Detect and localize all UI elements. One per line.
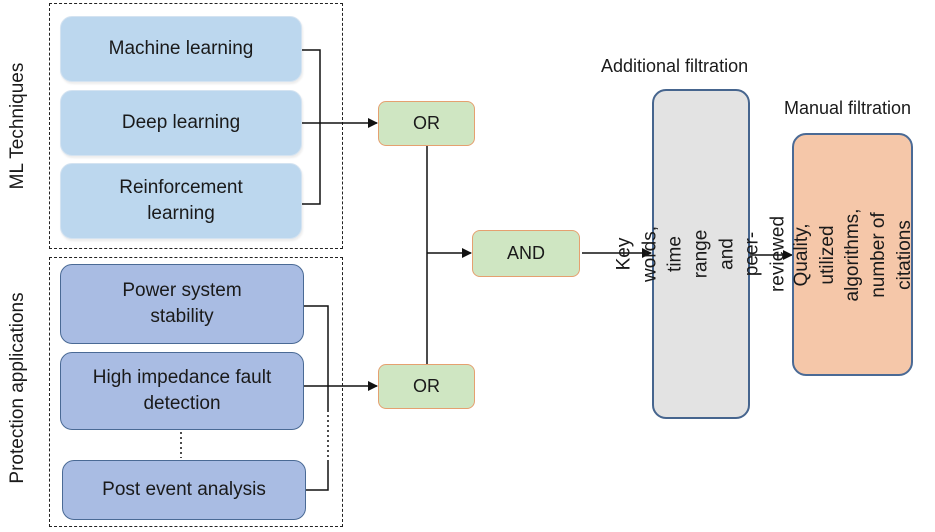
deep-learning-box: Deep learning bbox=[60, 90, 302, 156]
pa-bracket-top bbox=[304, 305, 329, 410]
power-system-stability-box: Power system stability bbox=[60, 264, 304, 344]
and-gate: AND bbox=[472, 230, 580, 277]
manual-filtration-text: Quality, utilized algorithms, number of … bbox=[790, 208, 914, 301]
ml-techniques-group bbox=[49, 3, 343, 249]
protection-applications-group bbox=[49, 257, 343, 527]
ml-bracket-line bbox=[302, 49, 321, 205]
high-impedance-fault-box: High impedance fault detection bbox=[60, 352, 304, 430]
additional-filtration-text: Key words, time range and peer-reviewed bbox=[613, 215, 789, 293]
manual-filtration-title: Manual filtration bbox=[784, 98, 912, 118]
pa-bracket-bottom bbox=[306, 462, 329, 491]
or-gate-bottom: OR bbox=[378, 364, 475, 409]
machine-learning-box: Machine learning bbox=[60, 16, 302, 82]
additional-filtration-title: Additional filtration bbox=[601, 56, 749, 76]
manual-filtration-box: Quality, utilized algorithms, number of … bbox=[790, 133, 914, 376]
additional-filtration-box: Key words, time range and peer-reviewed bbox=[613, 89, 788, 419]
or-gate-top: OR bbox=[378, 101, 475, 146]
reinforcement-learning-box: Reinforcement learning bbox=[60, 163, 302, 239]
post-event-analysis-box: Post event analysis bbox=[62, 460, 306, 520]
